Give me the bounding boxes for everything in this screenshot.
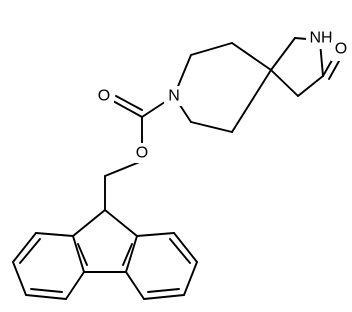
bond-c9-right [104, 209, 138, 237]
bond-right-ring-b [173, 232, 198, 263]
piperidine-n-label-background [164, 86, 184, 106]
bond-right-ring-a [136, 232, 175, 237]
bond-right-ring-double-1 [169, 238, 191, 264]
ketone-o-label-background [331, 40, 351, 61]
bond-spiro-ch2-top [270, 37, 296, 71]
bond-left-ring-double-2 [30, 288, 63, 293]
bond-ester-o-to-ch2 [104, 160, 143, 177]
bond-left-fusion [72, 235, 85, 273]
fluorene-group [12, 209, 198, 300]
bond-left-ring-e [65, 271, 85, 300]
bond-spiro-upper-left [231, 42, 272, 71]
bond-lower-ring-right [190, 121, 233, 133]
piperidine-nitrogen-label: N [168, 88, 180, 105]
bond-c9-left [72, 209, 106, 237]
bond-left-ring-double-3 [77, 243, 88, 266]
bond-right-ring-double-3 [122, 243, 133, 266]
bond-right-ring-c [183, 261, 198, 296]
bond-ketone-double-2 [328, 60, 340, 80]
bond-right-ring-e [125, 271, 145, 300]
nh-label-background [306, 27, 338, 49]
bond-right-ring-d [143, 294, 185, 300]
bond-upper-ring-left [190, 42, 233, 56]
carbonyl-o-label-background [94, 86, 114, 107]
bond-right-fusion [125, 235, 138, 273]
carbonyl-oxygen-label: O [98, 88, 110, 105]
ketone-oxygen-label: O [335, 41, 347, 58]
carbamate-linker [104, 95, 175, 211]
bond-left-ring-a [35, 232, 74, 237]
nh-atom-label: NH [309, 30, 332, 47]
bond-carbonyl-double-1 [112, 100, 143, 118]
bond-left-ring-b [12, 232, 37, 263]
ester-oxygen-label: O [136, 145, 148, 162]
bond-ch2-spiro [270, 69, 299, 97]
bond-left-ring-double-1 [19, 238, 41, 264]
bond-left-ring-c [12, 261, 27, 296]
ester-o-label-background [132, 143, 152, 163]
piperidine-ring [173, 42, 272, 133]
atom-labels: NH O N O O [94, 27, 351, 163]
bond-carbonyl-double-2 [115, 95, 143, 111]
bond-lower-to-spiro [231, 69, 272, 133]
bond-right-ring-double-2 [147, 288, 180, 293]
bond-left-ring-d [25, 294, 67, 300]
bond-carbonyl-ch2 [297, 75, 324, 97]
